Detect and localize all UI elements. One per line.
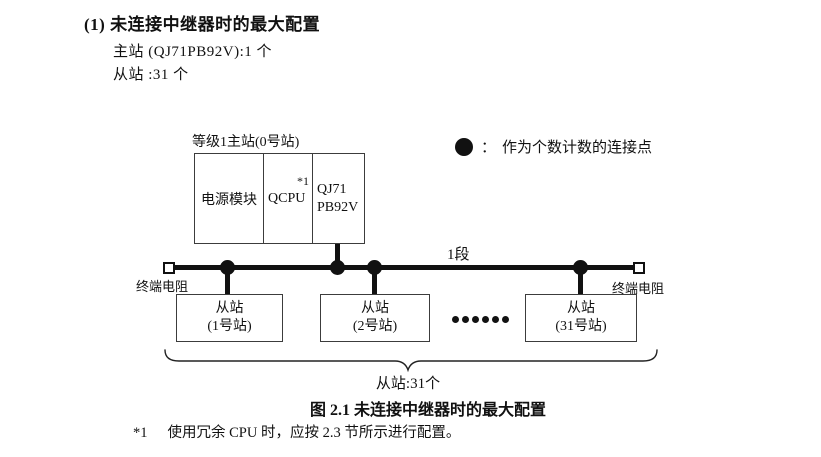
slave-station-box-2: 从站 (2号站) (320, 294, 430, 342)
slave31-drop-line (578, 268, 583, 294)
legend-text: 作为个数计数的连接点 (502, 140, 653, 156)
legend: ： 作为个数计数的连接点 (455, 136, 652, 157)
connection-point-dot-icon (220, 260, 235, 275)
slave-station-box-1: 从站 (1号站) (176, 294, 283, 342)
figure-caption: 图 2.1 未连接中继器时的最大配置 (310, 402, 547, 419)
network-module-cell: QJ71 PB92V (313, 154, 364, 243)
slave31-title: 从站 (567, 300, 595, 316)
terminating-resistor-right-icon (633, 262, 645, 274)
footnote: *1 使用冗余 CPU 时，应按 2.3 节所示进行配置。 (133, 421, 460, 442)
master-station-box: 电源模块 QCPU *1 QJ71 PB92V (194, 153, 365, 244)
bus-line (174, 265, 634, 270)
master-count-line: 主站 (QJ71PB92V):1 个 (113, 44, 273, 60)
terminating-resistor-right-label: 终端电阻 (612, 281, 665, 296)
segment-label: 1段 (447, 247, 470, 263)
slave-station-box-31: 从站 (31号站) (525, 294, 637, 342)
connection-point-dot-icon (367, 260, 382, 275)
connection-point-dot-icon (330, 260, 345, 275)
footnote-ref: *1 (133, 425, 148, 441)
master-drop-line (335, 244, 340, 266)
qcpu-cell: QCPU *1 (264, 154, 313, 243)
connection-point-dot-icon (455, 137, 473, 156)
qcpu-footnote-ref: *1 (297, 174, 309, 188)
slave1-title: 从站 (215, 300, 244, 316)
curly-brace (164, 349, 658, 373)
terminating-resistor-left-label: 终端电阻 (136, 279, 189, 294)
slave-total-label: 从站:31个 (375, 376, 441, 392)
footnote-text: 使用冗余 CPU 时，应按 2.3 节所示进行配置。 (167, 425, 461, 441)
slave1-drop-line (225, 268, 230, 294)
qcpu-label: QCPU (268, 190, 306, 206)
connection-point-dot-icon (573, 260, 588, 275)
slave1-station-number: (1号站) (207, 319, 252, 334)
power-module-cell: 电源模块 (195, 154, 264, 243)
slave2-station-number: (2号站) (352, 319, 398, 334)
slave31-station-number: (31号站) (555, 319, 607, 334)
terminating-resistor-left-icon (163, 262, 175, 274)
section-heading: (1) 未连接中继器时的最大配置 (84, 15, 321, 34)
master-station-label: 等级1主站(0号站) (192, 135, 300, 150)
network-module-line2: PB92V (317, 199, 359, 215)
legend-colon: ： (481, 140, 497, 156)
slave2-title: 从站 (361, 300, 389, 316)
network-module-line1: QJ71 (317, 182, 347, 197)
slave2-drop-line (372, 268, 377, 294)
slave-count-line: 从站 :31 个 (113, 67, 189, 83)
ellipsis-dots-icon (452, 316, 512, 323)
